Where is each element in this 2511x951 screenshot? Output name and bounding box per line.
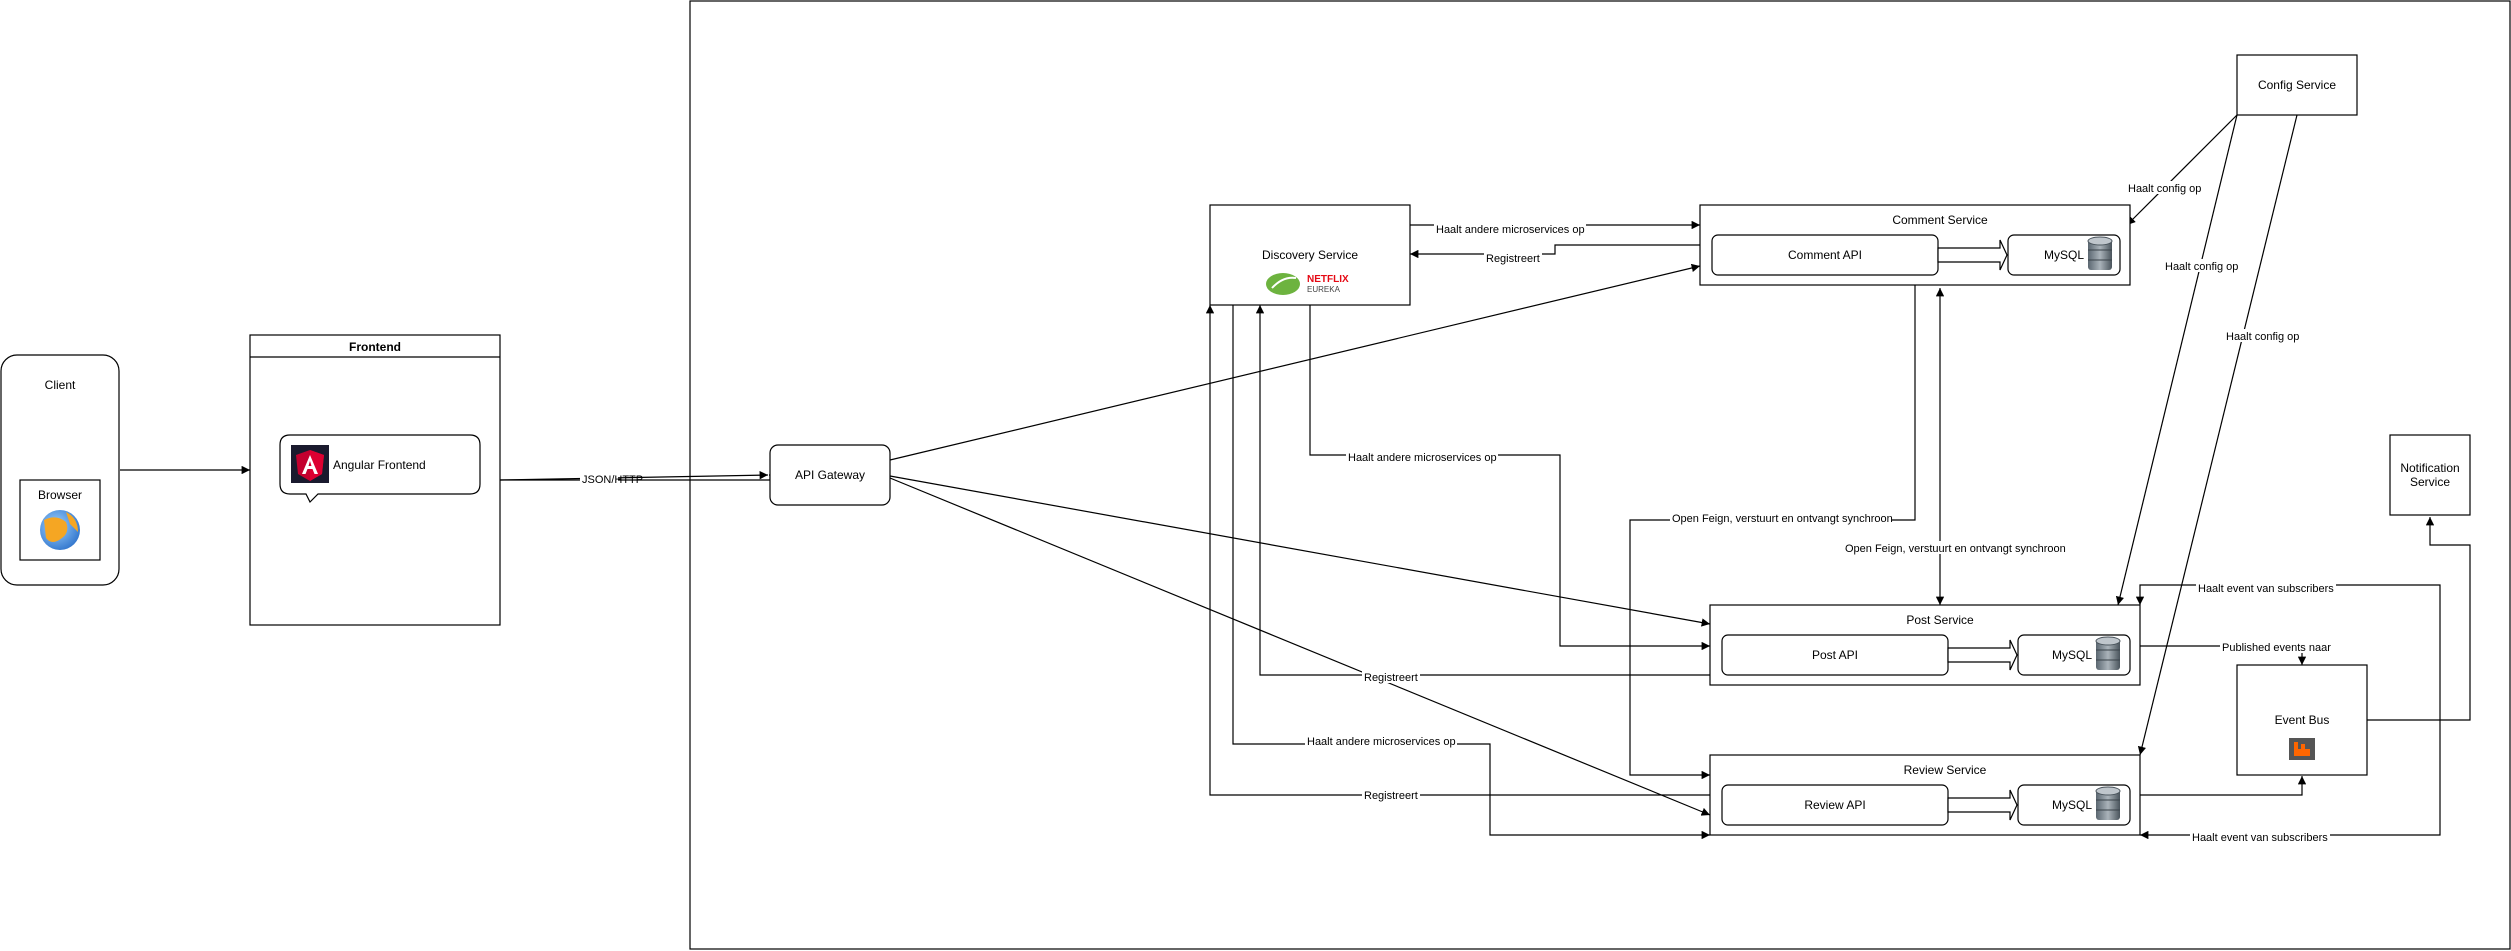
notification-line2: Service bbox=[2410, 475, 2450, 489]
notification-line1: Notification bbox=[2400, 461, 2459, 475]
label-config-1: Haalt config op bbox=[2128, 183, 2201, 195]
edge-eventbus-notification bbox=[2367, 517, 2471, 721]
comment-db-label: MySQL bbox=[2044, 248, 2084, 262]
config-label: Config Service bbox=[2258, 78, 2336, 92]
frontend-node: Frontend Angular Frontend bbox=[249, 334, 501, 626]
post-service-title: Post Service bbox=[1906, 613, 1974, 627]
angular-frontend-card bbox=[279, 434, 481, 504]
edge-comment-discovery-register bbox=[1410, 244, 1700, 259]
label-fetch-review: Haalt andere microservices op bbox=[1307, 736, 1456, 748]
post-api-label: Post API bbox=[1812, 648, 1858, 662]
edge-gateway-comment bbox=[889, 263, 1701, 461]
event-bus-label: Event Bus bbox=[2275, 713, 2330, 727]
angular-frontend-label: Angular Frontend bbox=[333, 458, 426, 472]
globe-icon bbox=[40, 510, 80, 550]
notification-node: Notification Service bbox=[2389, 434, 2471, 516]
label-register-review: Registreert bbox=[1364, 790, 1418, 802]
review-service-title: Review Service bbox=[1904, 763, 1987, 777]
backend-boundary bbox=[689, 0, 2511, 950]
discovery-node: Discovery Service NETFLIX EUREKA bbox=[1209, 204, 1411, 306]
review-service-node: Review Service Review API MySQL bbox=[1709, 754, 2141, 836]
edge-labels: JSON/HTTP Haalt andere microservices op … bbox=[580, 181, 2336, 844]
label-published-events: Published events naar bbox=[2222, 642, 2331, 654]
edge-review-eventbus bbox=[2140, 776, 2307, 796]
label-config-2: Haalt config op bbox=[2165, 261, 2238, 273]
review-api-label: Review API bbox=[1804, 798, 1865, 812]
edge-review-discovery-register bbox=[1205, 305, 1710, 796]
label-config-3: Haalt config op bbox=[2226, 331, 2299, 343]
edge-config-comment bbox=[2126, 114, 2238, 226]
eureka-brand: NETFLIX bbox=[1307, 274, 1349, 285]
event-bus-node: Event Bus bbox=[2236, 664, 2368, 776]
database-icon bbox=[2087, 236, 2113, 270]
api-gateway-label: API Gateway bbox=[795, 468, 865, 482]
edge-config-review bbox=[2137, 114, 2298, 756]
rabbitmq-icon bbox=[2289, 738, 2315, 760]
edge-discovery-post-fetch bbox=[1309, 305, 1710, 651]
comment-arrow-shape bbox=[1937, 239, 2008, 271]
comment-service-title: Comment Service bbox=[1892, 213, 1988, 227]
api-gateway-node: API Gateway bbox=[769, 444, 891, 506]
browser-label: Browser bbox=[38, 488, 82, 502]
label-fetch-post: Haalt andere microservices op bbox=[1348, 452, 1497, 464]
comment-api-label: Comment API bbox=[1788, 248, 1862, 262]
client-node: Client Browser bbox=[0, 354, 120, 586]
spring-leaf-icon bbox=[1266, 273, 1300, 295]
review-arrow-shape bbox=[1947, 789, 2018, 821]
edge-frontend-gateway bbox=[499, 470, 769, 481]
label-subscribers-post: Haalt event van subscribers bbox=[2198, 583, 2334, 595]
post-service-node: Post Service Post API MySQL bbox=[1709, 604, 2141, 686]
eureka-sub: EUREKA bbox=[1307, 285, 1341, 294]
client-title: Client bbox=[45, 378, 76, 392]
edge-post-discovery-register bbox=[1255, 305, 1710, 676]
label-json-http: JSON/HTTP bbox=[582, 474, 643, 486]
edge-config-post bbox=[2115, 114, 2238, 606]
label-feign-1: Open Feign, verstuurt en ontvangt synchr… bbox=[1672, 513, 1893, 525]
database-icon bbox=[2095, 786, 2121, 820]
post-db-label: MySQL bbox=[2052, 648, 2092, 662]
database-icon bbox=[2095, 636, 2121, 670]
edge-gateway-review bbox=[889, 477, 1711, 816]
angular-icon bbox=[291, 445, 329, 483]
edge-gateway-post bbox=[889, 475, 1711, 627]
label-register-post: Registreert bbox=[1364, 672, 1418, 684]
edge-feign-comment-review bbox=[1629, 285, 1916, 780]
review-db-label: MySQL bbox=[2052, 798, 2092, 812]
post-arrow-shape bbox=[1947, 639, 2018, 671]
comment-service-node: Comment Service Comment API MySQL bbox=[1699, 204, 2131, 286]
frontend-title: Frontend bbox=[349, 340, 401, 354]
discovery-label: Discovery Service bbox=[1262, 248, 1358, 262]
label-subscribers-review: Haalt event van subscribers bbox=[2192, 832, 2328, 844]
edge-discovery-review-fetch bbox=[1232, 305, 1710, 840]
label-fetch-comment: Haalt andere microservices op bbox=[1436, 224, 1585, 236]
config-node: Config Service bbox=[2236, 54, 2358, 116]
label-register-comment: Registreert bbox=[1486, 253, 1540, 265]
label-feign-2: Open Feign, verstuurt en ontvangt synchr… bbox=[1845, 543, 2066, 555]
